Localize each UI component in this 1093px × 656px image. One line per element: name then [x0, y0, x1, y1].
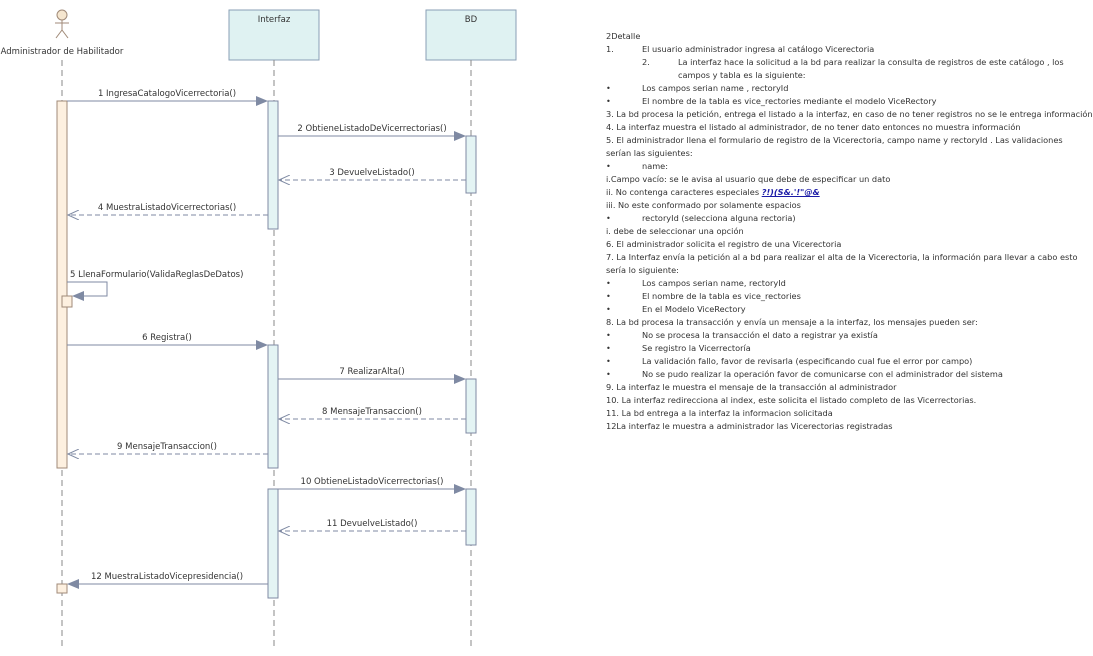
detail-line: 3. La bd procesa la petición, entrega el… [606, 109, 1093, 119]
detail-line: 8. La bd procesa la transacción y envía … [606, 317, 978, 327]
lifeline-box-bd [425, 9, 517, 61]
detail-line: 9. La interfaz le muestra el mensaje de … [606, 382, 897, 392]
bullet-icon: • [606, 213, 611, 223]
detail-line: 4. La interfaz muestra el listado al adm… [606, 122, 1021, 132]
detail-line: El nombre de la tabla es vice_rectories … [642, 96, 937, 106]
detail-num: 2. [642, 57, 650, 67]
detail-line: i.Campo vacío: se le avisa al usuario qu… [606, 174, 891, 184]
detail-line: 11. La bd entrega a la interfaz la infor… [606, 408, 833, 418]
detail-line: 10. La interfaz redirecciona al index, e… [606, 395, 977, 405]
activation-actor-end [56, 583, 68, 594]
message-label-9: 9 MensajeTransaccion() [117, 442, 217, 452]
detail-line: La interfaz hace la solicitud a la bd pa… [678, 57, 1064, 80]
bullet-icon: • [606, 330, 611, 340]
message-label-3: 3 DevuelveListado() [329, 168, 414, 178]
activation-actor-main [56, 100, 68, 469]
detail-line: name: [642, 161, 668, 171]
bullet-icon: • [606, 343, 611, 353]
message-label-11: 11 DevuelveListado() [327, 519, 418, 529]
detail-line: La validación fallo, favor de revisarla … [642, 356, 973, 366]
detail-line: 7. La Interfaz envía la petición al a bd… [606, 252, 1078, 275]
activation-bd-2 [465, 378, 477, 434]
detail-line: El usuario administrador ingresa al catá… [642, 44, 875, 54]
detail-line: No se pudo realizar la operación favor d… [642, 369, 1003, 379]
message-label-12: 12 MuestraListadoVicepresidencia() [91, 572, 243, 582]
detail-num: 1. [606, 44, 614, 54]
message-label-6: 6 Registra() [142, 333, 192, 343]
message-label-8: 8 MensajeTransaccion() [322, 407, 422, 417]
bullet-icon: • [606, 161, 611, 171]
message-label-4: 4 MuestraListadoVicerrectorias() [98, 203, 236, 213]
activation-actor-self [61, 295, 73, 308]
message-arrow-5 [67, 281, 108, 301]
detail-title: 2Detalle [606, 31, 641, 41]
message-label-10: 10 ObtieneListadoVicerrectorias() [301, 477, 444, 487]
bullet-icon: • [606, 304, 611, 314]
message-label-5: 5 LlenaFormulario(ValidaReglasDeDatos) [70, 270, 243, 280]
bullet-icon: • [606, 278, 611, 288]
bullet-icon: • [606, 356, 611, 366]
detail-line: 5. El administrador llena el formulario … [606, 135, 1063, 158]
activation-bd-1 [465, 135, 477, 194]
detail-notes: 2Detalle 1. El usuario administrador ingr… [606, 30, 1093, 433]
detail-line: En el Modelo ViceRectory [642, 304, 746, 314]
detail-line: 12La interfaz le muestra a administrador… [606, 421, 893, 431]
message-label-2: 2 ObtieneListadoDeVicerrectorias() [297, 124, 446, 134]
message-label-7: 7 RealizarAlta() [339, 367, 404, 377]
detail-line: Los campos serian name, rectoryId [642, 278, 786, 288]
detail-line: Se registro la Vicerrectoría [642, 343, 751, 353]
special-chars: ?!)(S&.'!"@& [761, 187, 820, 197]
detail-line: ii. No contenga caracteres especiales [606, 187, 762, 197]
actor-icon [55, 9, 69, 39]
detail-line: rectoryId (selecciona alguna rectoria) [642, 213, 796, 223]
bullet-icon: • [606, 96, 611, 106]
lifeline-label-bd: BD [465, 15, 478, 25]
actor-label: Administrador de Habilitador [1, 47, 124, 57]
bullet-icon: • [606, 83, 611, 93]
detail-line: No se procesa la transacción el dato a r… [642, 330, 878, 340]
sequence-diagram: Administrador de Habilitador Interfaz BD… [1, 9, 517, 648]
detail-line: Los campos serian name , rectoryId [642, 83, 789, 93]
activation-interfaz-2 [267, 344, 279, 469]
activation-interfaz-3 [267, 488, 279, 599]
detail-line: iii. No este conformado por solamente es… [606, 200, 801, 210]
activation-interfaz-1 [267, 100, 279, 230]
detail-line: i. debe de seleccionar una opción [606, 226, 744, 236]
lifeline-box-interfaz [228, 9, 320, 61]
lifeline-label-interfaz: Interfaz [258, 15, 291, 25]
activation-bd-3 [465, 488, 477, 546]
bullet-icon: • [606, 369, 611, 379]
bullet-icon: • [606, 291, 611, 301]
detail-line: 6. El administrador solicita el registro… [606, 239, 842, 249]
detail-line: El nombre de la tabla es vice_rectories [642, 291, 801, 301]
message-label-1: 1 IngresaCatalogoVicerrectoria() [98, 89, 236, 99]
